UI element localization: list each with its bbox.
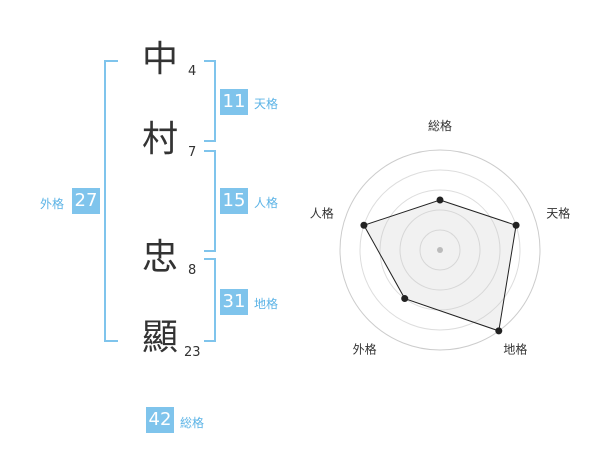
radar-axis-label-1: 総格 <box>428 118 452 133</box>
name-char-4: 顯 <box>141 317 178 358</box>
radar-point-4 <box>401 295 409 303</box>
stroke-count-4: 23 <box>184 345 201 360</box>
soukaku-label: 総格 <box>180 416 205 430</box>
radar-center-dot <box>437 247 443 253</box>
radar-axis-label-4: 外格 <box>353 341 377 356</box>
radar-point-2 <box>512 221 520 229</box>
radar-ring <box>419 229 461 271</box>
name-char-1: 中 <box>141 39 178 80</box>
radar-point-5 <box>360 221 368 229</box>
stroke-count-2: 7 <box>188 145 197 160</box>
chikaku-label: 地格 <box>254 297 279 311</box>
chikaku-value: 31 <box>220 289 248 315</box>
stroke-count-3: 8 <box>188 263 197 278</box>
stroke-count-1: 4 <box>188 64 197 79</box>
jinkaku-label: 人格 <box>254 196 279 210</box>
radar-axis-label-3: 地格 <box>503 341 527 356</box>
tenkaku-label: 天格 <box>254 97 279 111</box>
name-char-3: 忠 <box>141 237 178 278</box>
radar-axis-label-2: 天格 <box>546 206 570 221</box>
tenkaku-bracket <box>204 60 216 142</box>
chikaku-bracket <box>204 258 216 342</box>
radar-points <box>360 196 520 335</box>
radar-point-3 <box>495 327 503 335</box>
tenkaku-value: 11 <box>220 89 248 115</box>
jinkaku-value: 15 <box>220 188 248 214</box>
name-char-2: 村 <box>141 119 178 160</box>
gaikaku-value: 27 <box>72 188 100 214</box>
gaikaku-label: 外格 <box>40 197 65 211</box>
radar-ring <box>399 209 481 291</box>
gaikaku-bracket <box>104 60 118 342</box>
radar-point-1 <box>436 196 444 204</box>
radar-area <box>363 199 517 332</box>
radar-ring <box>359 169 521 331</box>
radar-ring <box>379 189 501 311</box>
jinkaku-bracket <box>204 150 216 252</box>
radar-axis-label-5: 人格 <box>310 206 334 221</box>
soukaku-value: 42 <box>146 407 174 433</box>
